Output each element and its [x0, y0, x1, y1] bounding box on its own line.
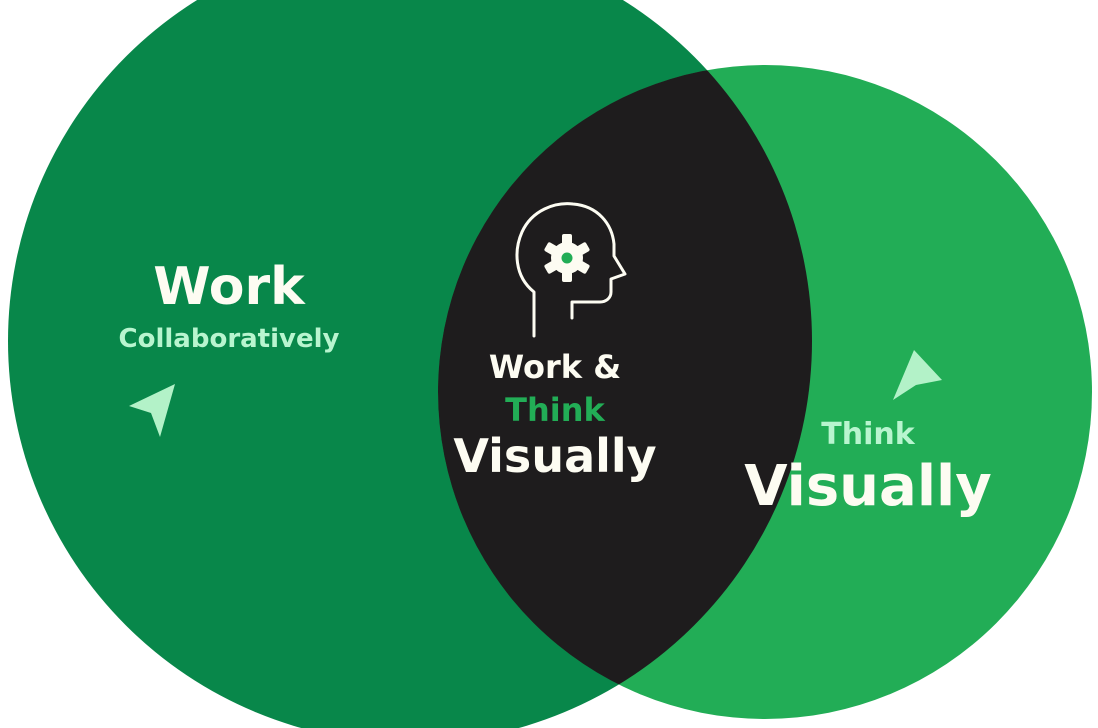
center-line-2: Think — [505, 391, 605, 429]
head-gear-icon — [515, 202, 627, 338]
left-subtitle: Collaboratively — [119, 324, 340, 354]
left-title: Work — [153, 257, 306, 317]
center-line-1: Work & — [489, 348, 621, 386]
right-subtitle: Think — [821, 417, 915, 452]
intersection-lens — [438, 65, 812, 719]
right-title: Visually — [744, 454, 991, 519]
center-line-3: Visually — [453, 429, 656, 483]
right-cursor-icon — [893, 350, 942, 400]
left-cursor-icon — [129, 384, 175, 437]
